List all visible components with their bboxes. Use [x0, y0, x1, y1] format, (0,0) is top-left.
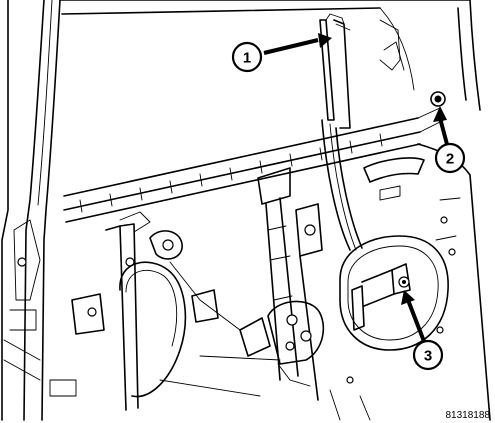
svg-text:3: 3 — [424, 348, 432, 365]
window-regulator — [71, 167, 323, 411]
door-frame-outline — [1, 0, 61, 421]
door-inner-panel — [363, 143, 491, 421]
fastener-nut — [430, 91, 446, 107]
lower-door-panel — [49, 326, 444, 421]
window-sill-belt — [63, 107, 445, 223]
callout-3: 3 — [412, 339, 444, 371]
access-hole — [339, 235, 449, 351]
figure-id: 81318188 — [446, 410, 491, 421]
callout-leaders — [263, 33, 450, 345]
callout-1: 1 — [231, 41, 263, 73]
callout-2: 2 — [434, 142, 466, 174]
regulator-motor — [159, 300, 325, 397]
svg-text:2: 2 — [446, 151, 454, 168]
svg-text:1: 1 — [243, 50, 251, 67]
window-frame — [59, 0, 481, 111]
glass-run-channel — [319, 13, 363, 251]
